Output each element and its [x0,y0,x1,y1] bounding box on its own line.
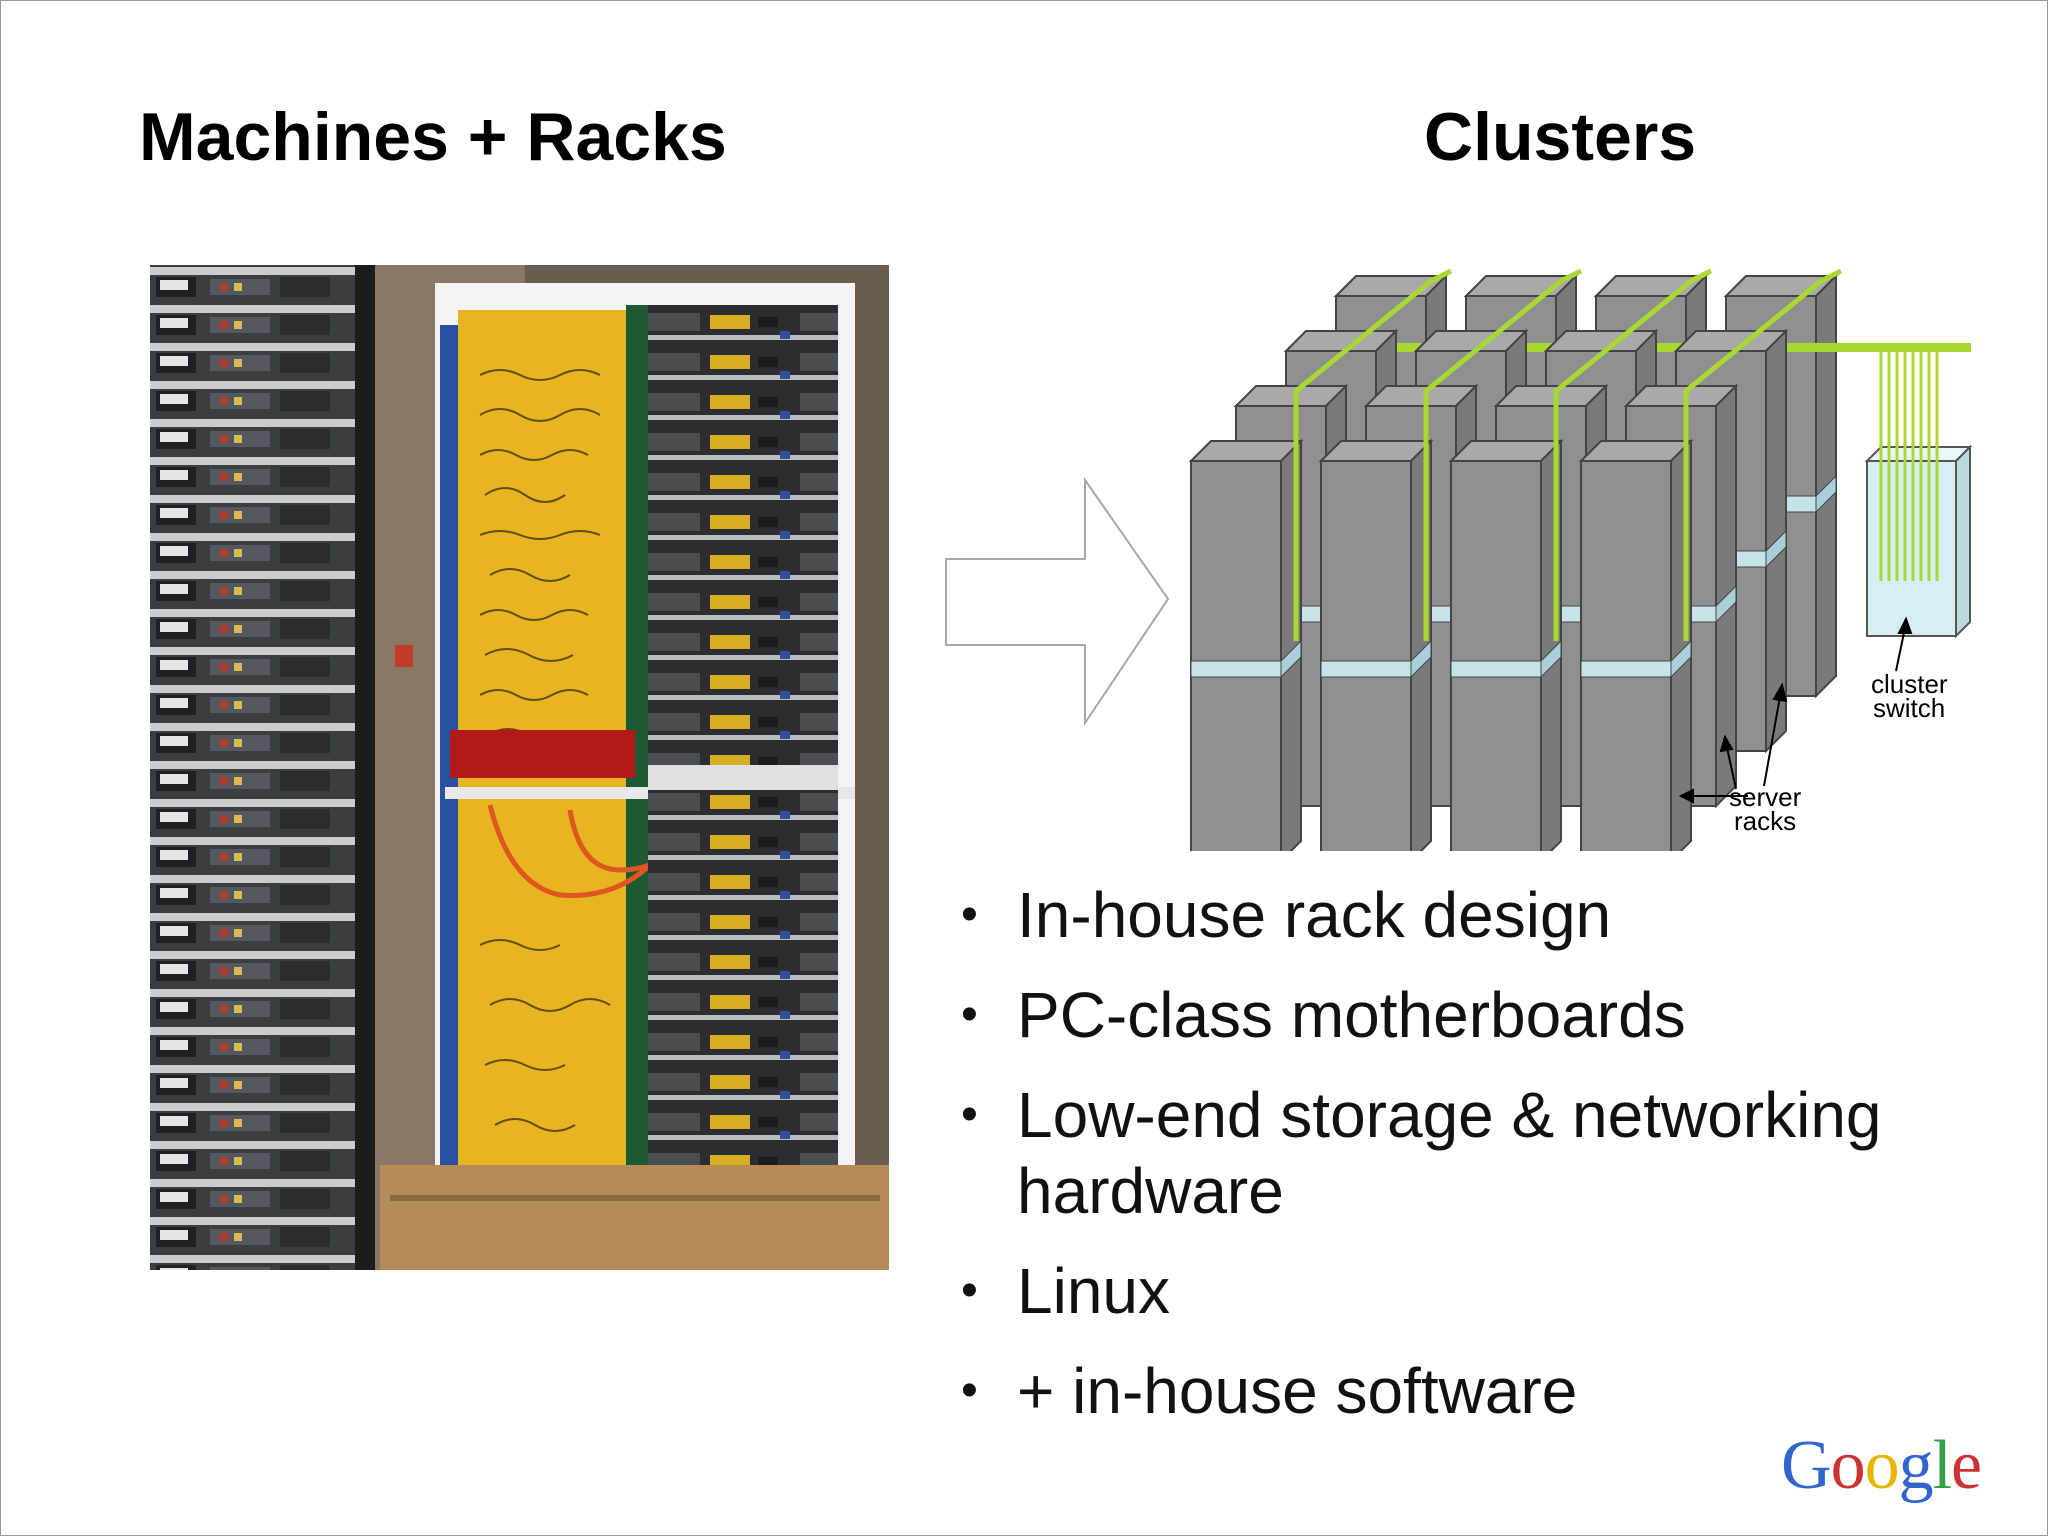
bullet-item: •PC-class motherboards [961,979,1686,1051]
bullet-glyph: • [961,1264,978,1317]
server-rack-photo [150,265,889,1270]
logo-letter: l [1932,1427,1952,1504]
machines-racks-heading: Machines + Racks [139,99,727,175]
bullet-glyph: • [961,1088,978,1141]
server-racks-label-line2: racks [1734,806,1796,836]
bullet-glyph: • [961,888,978,941]
bullet-glyph: • [961,988,978,1041]
cluster-switch-label-line1: cluster [1871,669,1948,699]
logo-letter: o [1864,1427,1900,1504]
bullet-glyph: • [961,1364,978,1417]
bullet-item: •+ in-house software [961,1355,1578,1427]
logo-letter: G [1781,1427,1832,1504]
logo-letter: o [1830,1427,1866,1504]
logo-letter: e [1951,1427,1982,1504]
cluster-diagram: cluster switch server racks [1190,268,1973,851]
bullet-item: •Linux [961,1255,1170,1327]
server-racks-label-line1: server [1729,782,1802,812]
bullet-item: •Low-end storage & networking hardware [961,1079,1882,1227]
cluster-switch-label-line2: switch [1873,693,1945,723]
bullet-item: •In-house rack design [961,879,1612,951]
bullet-list: •In-house rack design •PC-class motherbo… [961,877,2001,1453]
clusters-heading: Clusters [1424,99,1697,175]
google-logo: Google [1781,1431,1982,1501]
logo-letter: g [1898,1427,1934,1504]
cluster-switch [1864,348,1973,639]
right-arrow-icon [945,477,1170,727]
